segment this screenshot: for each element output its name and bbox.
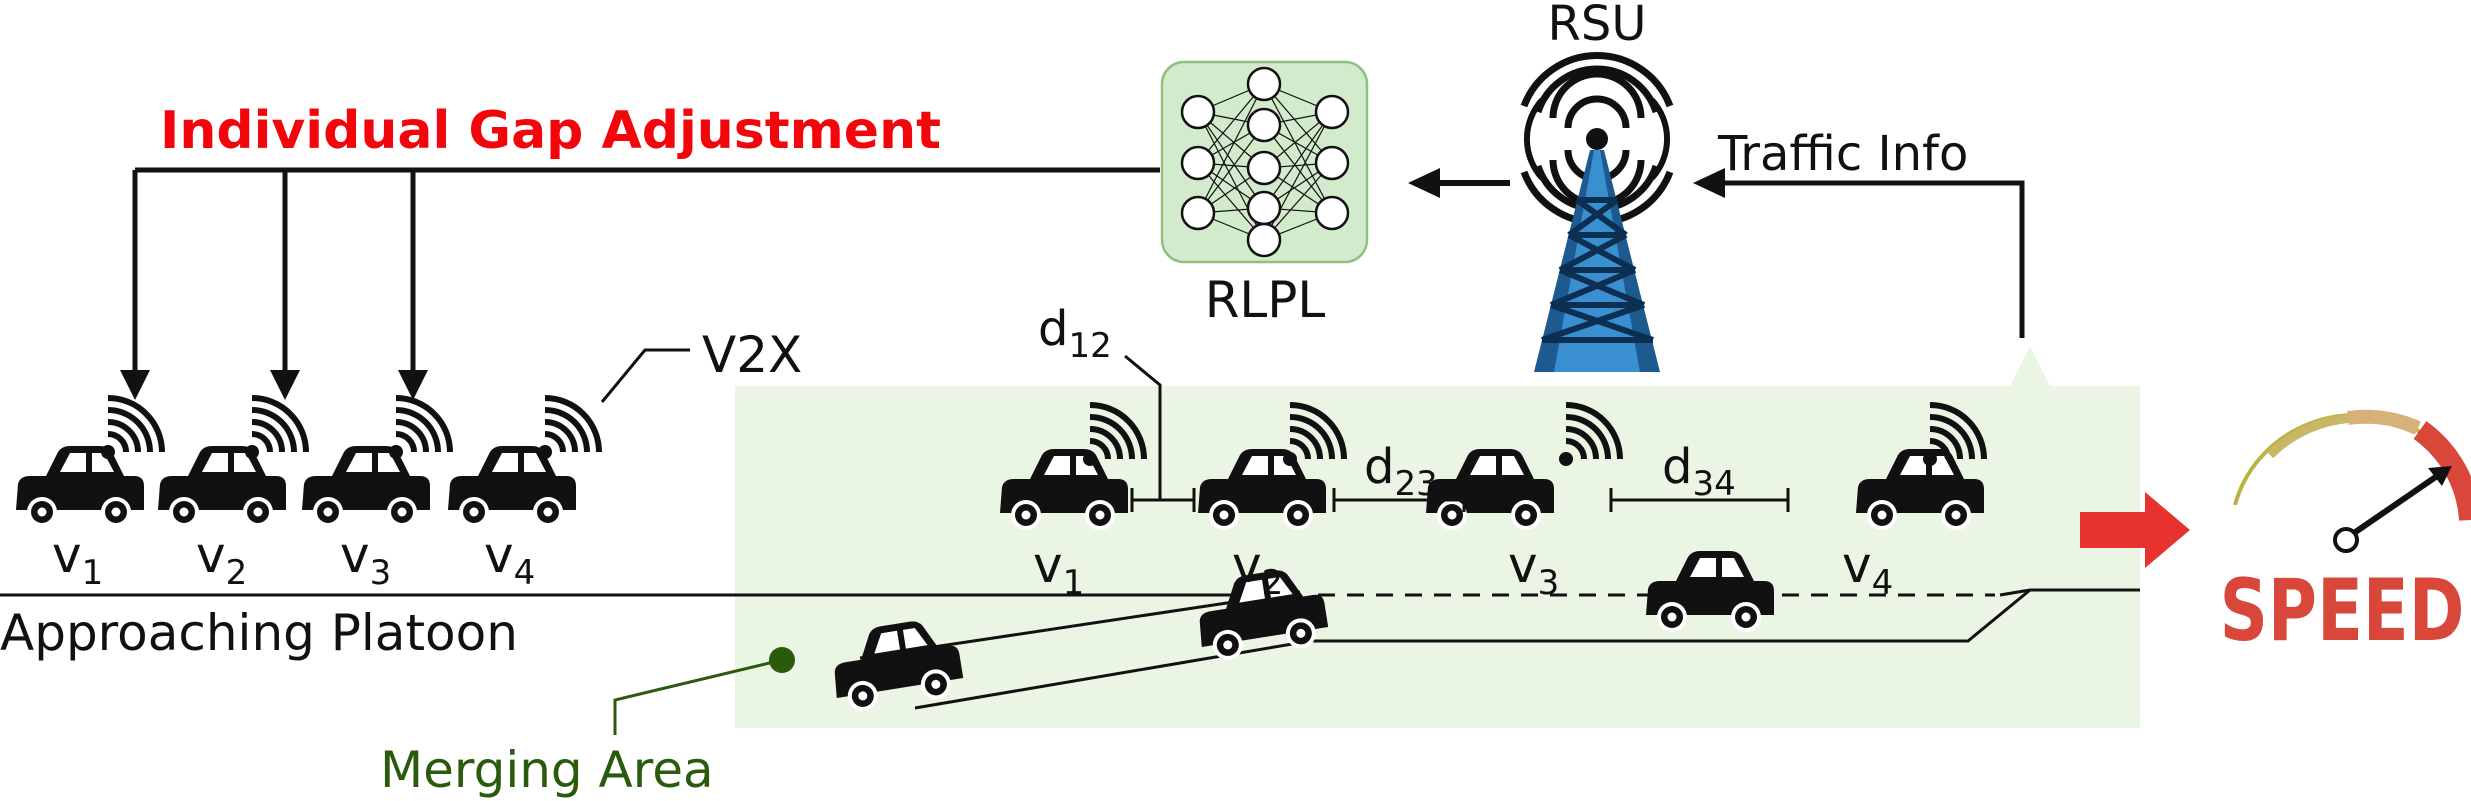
wifi-signal-icon (538, 398, 599, 459)
neural-network-icon (1160, 60, 1369, 264)
merging-area-leader-line (613, 658, 783, 735)
car-icon (158, 446, 286, 527)
approaching-platoon (16, 398, 599, 527)
individual-gap-adjustment-title: Individual Gap Adjustment (160, 101, 941, 161)
wifi-signal-icon (101, 398, 162, 459)
merging-vehicle-labels: v1 v2 v3 v4 (1033, 536, 1893, 603)
approaching-vehicle-label: v1 (52, 526, 103, 593)
arrow-to-v3 (398, 370, 428, 400)
car-icon (16, 446, 144, 527)
speed-label: SPEED (2220, 561, 2465, 661)
traffic-info-label: Traffic Info (1717, 126, 1968, 182)
merging-vehicle-label: v4 (1842, 536, 1893, 603)
rsu-to-rlpl-arrowhead (1408, 168, 1440, 198)
approaching-vehicle-label: v3 (340, 526, 391, 593)
gap-indicators (1124, 354, 1790, 512)
traffic-info-connector (1725, 180, 2025, 338)
merging-area-label: Merging Area (380, 741, 714, 799)
v2x-leader-line (600, 348, 690, 403)
right-arrow-icon (2080, 492, 2190, 568)
approaching-vehicle-label: v4 (484, 526, 535, 593)
approaching-vehicle-label: v2 (196, 526, 247, 593)
wifi-signal-icon (245, 398, 306, 459)
rsu-tower-icon (1520, 51, 1674, 372)
gap-adjustment-connectors (132, 167, 1160, 370)
traffic-info-arrowhead (1693, 168, 1725, 198)
approaching-vehicle-labels: v1 v2 v3 v4 (52, 526, 535, 593)
road-lower-edge (1308, 588, 2031, 643)
merging-vehicle-label: v2 (1232, 536, 1283, 603)
speedometer-icon (2233, 409, 2471, 553)
arrow-to-v2 (270, 370, 300, 400)
car-icon (302, 446, 430, 527)
gap-labels: d12 d23 d34 (1038, 301, 1736, 504)
v2x-label: V2X (702, 326, 802, 384)
approaching-platoon-label: Approaching Platoon (0, 604, 518, 662)
merging-vehicle-label: v1 (1033, 536, 1084, 603)
car-icon (448, 446, 576, 527)
merge-lane-line-lower (914, 639, 1311, 710)
merging-area-background (735, 346, 2140, 728)
rlpl-label: RLPL (1205, 271, 1326, 329)
rsu-label: RSU (1548, 0, 1647, 52)
gap-label-d34: d34 (1662, 439, 1736, 504)
gap-label-d23: d23 (1364, 439, 1438, 504)
arrow-to-v1 (120, 370, 150, 400)
merging-vehicle-label: v3 (1508, 536, 1559, 603)
gap-label-d12: d12 (1038, 301, 1112, 366)
wifi-signal-icon (389, 398, 450, 459)
